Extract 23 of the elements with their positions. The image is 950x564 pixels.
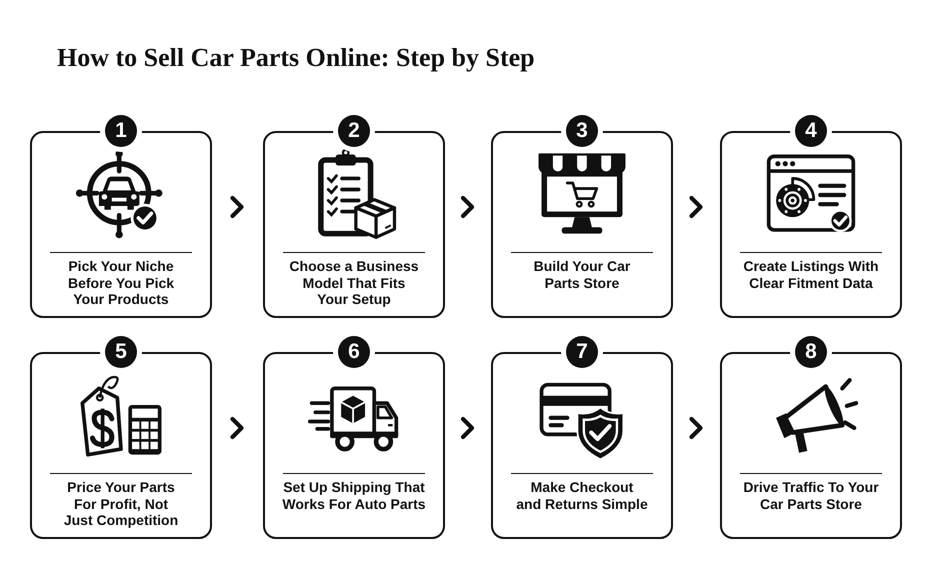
step-number: 6 xyxy=(338,336,370,368)
step-number: 5 xyxy=(105,336,137,368)
chevron-arrow xyxy=(460,416,474,440)
step-description: Create Listings With Clear Fitment Data xyxy=(742,258,880,291)
step-number: 3 xyxy=(566,115,598,147)
step-number: 8 xyxy=(795,336,827,368)
step-description: Drive Traffic To Your Car Parts Store xyxy=(742,479,880,512)
chevron-arrow xyxy=(689,196,703,218)
step-number: 7 xyxy=(566,336,598,368)
step-description: Price Your Parts For Profit, Not Just Competition xyxy=(62,479,180,528)
step-description: Set Up Shipping That Works For Auto Parts xyxy=(281,479,427,512)
step-number: 4 xyxy=(795,115,827,147)
step-number: 2 xyxy=(338,115,370,147)
chevron-arrow xyxy=(230,416,244,440)
chevron-arrow xyxy=(230,196,244,218)
chevron-arrow xyxy=(689,416,703,440)
step-number: 1 xyxy=(105,115,137,147)
step-description: Build Your Car Parts Store xyxy=(532,258,632,291)
chevron-arrow xyxy=(460,196,474,218)
step-description: Pick Your Niche Before You Pick Your Products xyxy=(66,258,176,308)
step-description: Make Checkout and Returns Simple xyxy=(515,479,649,512)
step-description: Choose a Business Model That Fits Your Setup xyxy=(288,258,420,308)
diagram-title: How to Sell Car Parts Online: Step by Step xyxy=(57,42,535,74)
